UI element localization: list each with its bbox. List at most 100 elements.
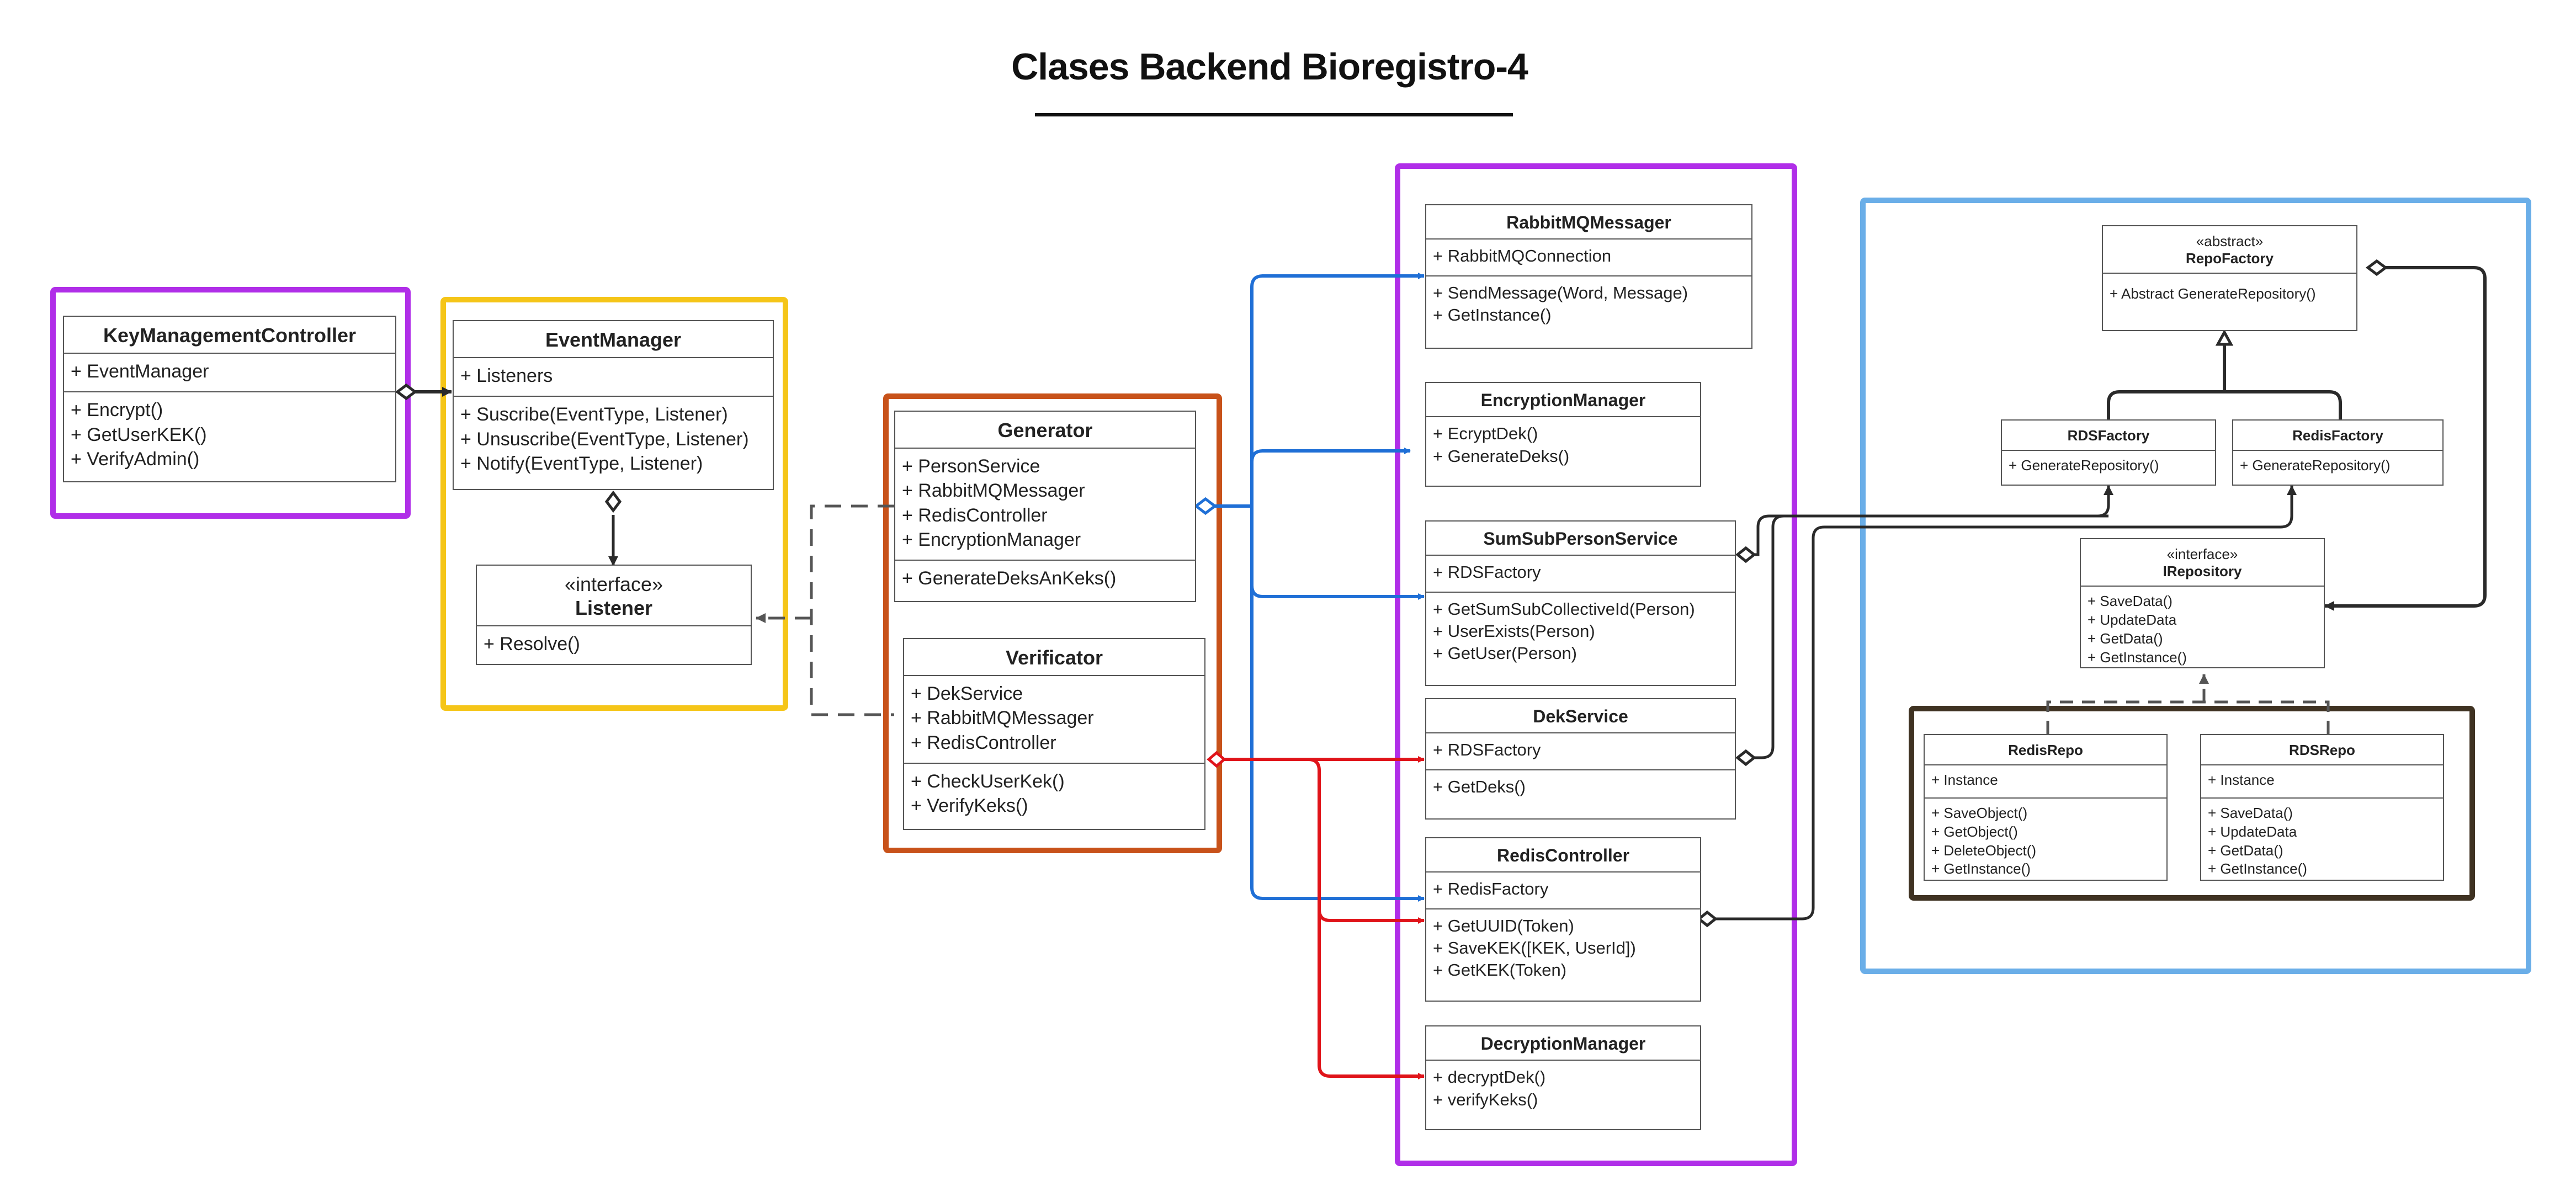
class-name: RedisController — [1426, 838, 1700, 873]
attribute: + Instance — [2208, 772, 2275, 789]
class-name: RepoFactory — [2186, 250, 2274, 267]
class-dek-service: DekService + RDSFactory + GetDeks() — [1425, 698, 1736, 820]
class-decryption-manager: DecryptionManager + decryptDek() + verif… — [1425, 1025, 1701, 1130]
class-header: «interface» Listener — [477, 566, 751, 627]
methods-section: + Suscribe(EventType, Listener) + Unsusc… — [454, 397, 773, 483]
method: + SaveData() — [2208, 804, 2293, 821]
class-name: Listener — [575, 597, 653, 620]
method: + SendMessage(Word, Message) — [1433, 283, 1688, 302]
methods-section: + GenerateDeksAnKeks() — [895, 561, 1195, 598]
class-name: Generator — [895, 412, 1195, 449]
method: + GetObject() — [1931, 823, 2018, 840]
attribute: + RedisController — [911, 732, 1056, 753]
stereotype: «abstract» — [2196, 233, 2264, 249]
class-name: EventManager — [454, 321, 773, 359]
methods-section: + SaveData() + UpdateData + GetData() + … — [2081, 587, 2324, 667]
attribute: + Instance — [1931, 772, 1998, 789]
method: + GetSumSubCollectiveId(Person) — [1433, 599, 1695, 619]
method: + GenerateDeks() — [1433, 446, 1570, 466]
stereotype: «interface» — [2166, 546, 2238, 562]
aggregation-diamond-sumsub — [1735, 546, 1757, 563]
attribute: + DekService — [911, 683, 1023, 705]
methods-section: + EcryptDek() + GenerateDeks() — [1426, 417, 1700, 475]
attributes-section: + RedisFactory — [1426, 873, 1700, 909]
method: + GetData() — [2088, 630, 2163, 647]
attributes-section: + Instance — [2201, 765, 2443, 799]
class-name: IRepository — [2163, 563, 2242, 580]
attribute: + RabbitMQConnection — [1433, 246, 1612, 266]
method: + UpdateData — [2088, 611, 2177, 629]
group-frame-core — [883, 393, 1222, 853]
class-rds-repo: RDSRepo + Instance + SaveData() + Update… — [2200, 734, 2444, 881]
class-redis-repo: RedisRepo + Instance + SaveObject() + Ge… — [1924, 734, 2168, 881]
method: + SaveObject() — [1931, 804, 2028, 821]
class-name: RedisRepo — [1925, 735, 2166, 766]
method: + UpdateData — [2208, 823, 2297, 840]
method: + Unsuscribe(EventType, Listener) — [460, 428, 749, 450]
method: + GenerateDeksAnKeks() — [902, 567, 1117, 589]
method: + GenerateRepository() — [2240, 457, 2391, 474]
associations-verificator — [1224, 756, 1425, 1079]
class-redis-controller: RedisController + RedisFactory + GetUUID… — [1425, 837, 1701, 1002]
attributes-section: + RDSFactory — [1426, 556, 1735, 593]
class-name: RabbitMQMessager — [1426, 205, 1751, 240]
method: + Encrypt() — [71, 400, 163, 421]
class-header: «abstract» RepoFactory — [2103, 226, 2356, 274]
methods-section: + SaveObject() + GetObject() + DeleteObj… — [1925, 799, 2166, 880]
class-irepository: «interface» IRepository + SaveData() + U… — [2080, 538, 2325, 668]
method: + VerifyKeks() — [911, 795, 1028, 816]
realization-to-listener — [756, 504, 894, 716]
class-name: DecryptionManager — [1426, 1026, 1700, 1061]
method: + VerifyAdmin() — [71, 448, 200, 470]
methods-section: + GetUUID(Token) + SaveKEK([KEK, UserId]… — [1426, 909, 1700, 990]
class-name: DekService — [1426, 699, 1735, 734]
class-name: RDSFactory — [2002, 421, 2215, 451]
method: + DeleteObject() — [1931, 842, 2037, 859]
method: + GenerateRepository() — [2009, 457, 2159, 474]
methods-section: + decryptDek() + verifyKeks() — [1426, 1061, 1700, 1119]
method: + SaveData() — [2088, 593, 2173, 610]
class-name: KeyManagementController — [64, 317, 395, 354]
attribute: + RDSFactory — [1433, 562, 1541, 582]
class-header: «interface» IRepository — [2081, 539, 2324, 587]
attribute: + PersonService — [902, 456, 1040, 477]
class-event-manager: EventManager + Listeners + Suscribe(Even… — [453, 320, 774, 490]
class-repo-factory: «abstract» RepoFactory + Abstract Genera… — [2102, 225, 2357, 331]
method: + GetInstance() — [1931, 860, 2031, 877]
attributes-section: + PersonService + RabbitMQMessager + Red… — [895, 449, 1195, 561]
method: + CheckUserKek() — [911, 770, 1065, 792]
method: + decryptDek() — [1433, 1067, 1546, 1087]
methods-section: + GenerateRepository() — [2233, 451, 2442, 483]
methods-section: + SaveData() + UpdateData + GetData() + … — [2201, 799, 2443, 880]
class-name: RDSRepo — [2201, 735, 2443, 766]
method: + GetData() — [2208, 842, 2283, 859]
aggregation-diamond-verificator — [1207, 751, 1226, 768]
method: + GetUUID(Token) — [1433, 916, 1574, 935]
class-sumsub-person-service: SumSubPersonService + RDSFactory + GetSu… — [1425, 520, 1736, 686]
attribute: + RDSFactory — [1433, 740, 1541, 760]
method: + Abstract GenerateRepository() — [2110, 285, 2316, 302]
attributes-section: + RDSFactory — [1426, 733, 1735, 770]
method: + SaveKEK([KEK, UserId]) — [1433, 938, 1636, 957]
class-name: RedisFactory — [2233, 421, 2442, 451]
attribute: + RedisController — [902, 504, 1048, 526]
aggregation-diamond-generator — [1193, 497, 1218, 515]
methods-section: + Resolve() — [477, 626, 751, 664]
attribute: + RedisFactory — [1433, 879, 1549, 899]
method: + Resolve() — [484, 634, 580, 655]
method: + EcryptDek() — [1433, 424, 1538, 444]
realization-repos-irepository — [2046, 674, 2330, 734]
aggregation-diamond-repofactory — [2365, 259, 2388, 276]
method: + GetUser(Person) — [1433, 643, 1578, 663]
attribute: + RabbitMQMessager — [911, 707, 1094, 729]
title-underline — [1035, 113, 1513, 116]
aggregation-dekservice-rdsfactory — [1754, 514, 2108, 759]
methods-section: + SendMessage(Word, Message) + GetInstan… — [1426, 276, 1751, 334]
method: + GetInstance() — [2088, 648, 2187, 666]
group-frame-events — [440, 297, 788, 711]
generalization-arrowhead-repofactory — [2215, 329, 2234, 346]
aggregation-repofactory-irepository — [2324, 266, 2487, 611]
group-frame-repo-implementations — [1909, 706, 2475, 901]
class-generator: Generator + PersonService + RabbitMQMess… — [894, 411, 1196, 602]
aggregation-diamond-rediscontroller — [1696, 910, 1718, 928]
